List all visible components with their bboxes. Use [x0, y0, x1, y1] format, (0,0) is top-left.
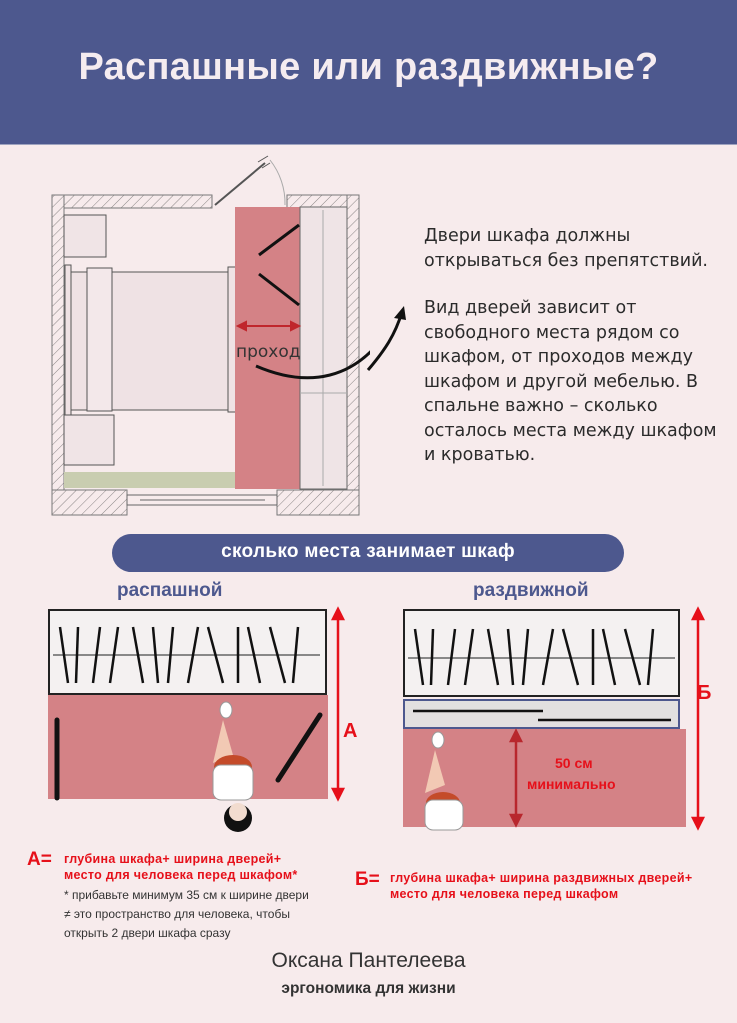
info-text: Двери шкафа должны открываться без препя…	[424, 224, 724, 491]
rug	[64, 472, 236, 488]
formula-a-note: * прибавьте минимум 35 см к ширине двери…	[64, 888, 309, 940]
bed	[64, 264, 237, 416]
sliding-doors	[403, 699, 680, 729]
min-space-value: 50 см	[555, 755, 593, 771]
passage-arrow	[235, 320, 302, 332]
person-icon	[424, 731, 464, 831]
tagline: эргономика для жизни	[281, 980, 456, 997]
space-zone	[48, 695, 328, 799]
hinged-label: распашной	[117, 580, 223, 601]
formula-a-prefix: А=	[27, 849, 52, 870]
nightstand-top	[63, 214, 107, 258]
page-title: Распашные или раздвижные?	[78, 46, 659, 88]
walls	[51, 194, 360, 516]
hangers	[58, 626, 300, 684]
wardrobe	[299, 206, 348, 490]
dimension-a-arrow	[330, 606, 346, 802]
info-paragraph-1: Двери шкафа должны открываться без препя…	[424, 226, 708, 271]
window-icon	[126, 494, 278, 506]
author-name: Оксана Пантелеева	[271, 949, 466, 972]
hangers	[413, 628, 655, 686]
pointer-arrow	[255, 349, 370, 380]
entrance-door-icon	[214, 155, 286, 206]
min-space-arrow	[508, 728, 524, 828]
formula-b-prefix: Б=	[355, 869, 380, 890]
dimension-b-letter: Б	[697, 682, 712, 704]
dimension-a-letter: А	[343, 720, 358, 742]
pointer-arrow-head	[366, 306, 406, 371]
dimension-b-arrow	[690, 606, 706, 831]
min-space-label: минимально	[527, 776, 616, 792]
passage-label: проход	[236, 342, 301, 362]
formula-a: глубина шкафа+ ширина дверей+ место для …	[64, 852, 298, 882]
hinged-wardrobe-diagram	[48, 606, 346, 832]
sliding-label: раздвижной	[473, 580, 589, 601]
passage-zone	[235, 207, 300, 489]
open-door-right	[275, 712, 323, 783]
wardrobe-top-view	[403, 609, 680, 697]
nightstand-bottom	[63, 414, 115, 466]
formula-b: глубина шкафа+ ширина раздвижных дверей+…	[390, 871, 693, 901]
info-paragraph-2: Вид дверей зависит от свободного места р…	[424, 298, 717, 465]
sliding-wardrobe-diagram	[403, 606, 706, 831]
section-title: сколько места занимает шкаф	[112, 534, 624, 572]
bedroom-floor-plan: проход	[51, 155, 370, 516]
person-icon	[212, 701, 254, 832]
header-banner: Распашные или раздвижные?	[0, 0, 737, 145]
